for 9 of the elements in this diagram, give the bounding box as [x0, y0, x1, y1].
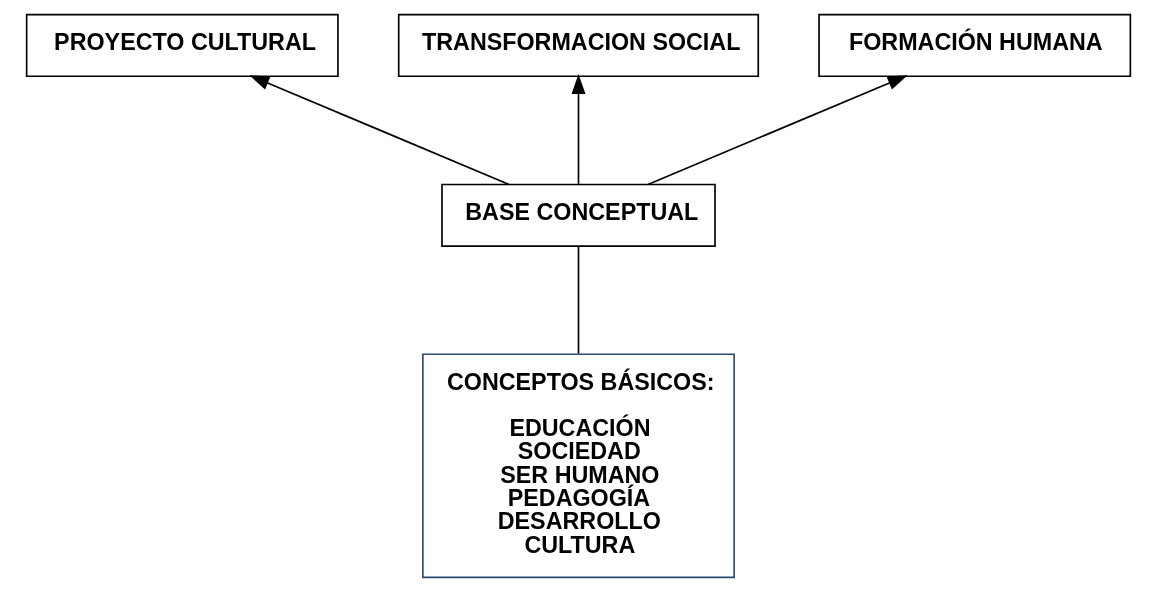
node-box: TRANSFORMACION SOCIAL: [397, 13, 759, 78]
node-box: FORMACIÓN HUMANA: [817, 13, 1131, 78]
arrow: [571, 74, 585, 185]
node-box: PROYECTO CULTURAL: [25, 13, 339, 78]
arrow: [248, 75, 510, 186]
node-box: BASE CONCEPTUAL: [440, 183, 716, 247]
connector: [577, 245, 579, 355]
arrow: [646, 75, 908, 186]
node-box: CONCEPTOS BÁSICOS: EDUCACIÓN SOCIEDAD SER HUMANO PEDAGOGÍA DESARROLLO CULTURA: [421, 353, 735, 579]
